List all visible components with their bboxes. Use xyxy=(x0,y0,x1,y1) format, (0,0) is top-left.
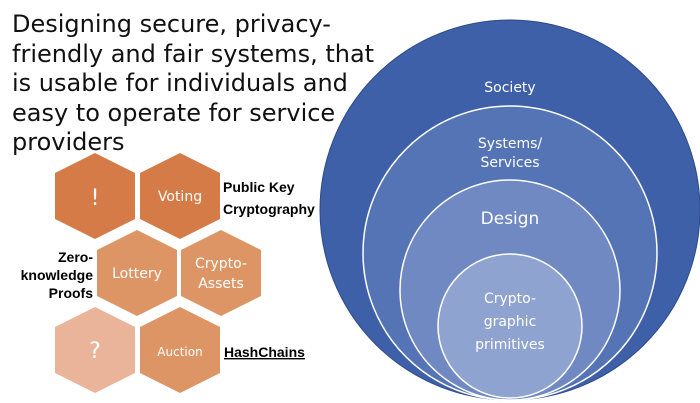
hex-voting-label: Voting xyxy=(158,189,202,205)
hexagon-cluster: ! Voting Lottery Crypto- Assets ? Auctio… xyxy=(55,153,261,393)
hex-lottery-label: Lottery xyxy=(112,266,162,282)
hex-exclamation xyxy=(55,153,135,239)
design-label: Design xyxy=(481,209,540,229)
systems-label-line2: Services xyxy=(480,155,539,171)
society-label: Society xyxy=(484,80,535,96)
hex-question xyxy=(55,307,135,393)
crypto-label-line1: Crypto- xyxy=(484,291,536,307)
crypto-label-line3: primitives xyxy=(475,337,545,353)
circle-crypto xyxy=(437,253,583,399)
hex-auction xyxy=(140,307,220,393)
side-labels: Public Key Cryptography Zero- knowledge … xyxy=(21,179,315,360)
crypto-label-line2: graphic xyxy=(484,314,537,330)
hex-exclamation-label: ! xyxy=(91,186,100,211)
hex-auction-label: Auction xyxy=(157,345,202,359)
public-key-label-line1: Public Key xyxy=(223,179,295,195)
hex-crypto-assets xyxy=(181,230,261,316)
slide-title: Designing secure, privacy-friendly and f… xyxy=(12,10,375,156)
nested-circles: Society Systems/ Services Design Crypto-… xyxy=(319,19,700,401)
hex-crypto-assets-label-line1: Crypto- xyxy=(195,256,247,272)
hex-question-label: ? xyxy=(89,339,101,364)
zero-knowledge-label-line2: knowledge xyxy=(21,267,94,283)
public-key-label-line2: Cryptography xyxy=(223,201,315,217)
zero-knowledge-label-line1: Zero- xyxy=(58,249,93,265)
hashchains-label: HashChains xyxy=(224,344,305,360)
hex-voting xyxy=(140,153,220,239)
zero-knowledge-label-line3: Proofs xyxy=(49,285,94,301)
systems-label-line1: Systems/ xyxy=(478,136,543,152)
hex-crypto-assets-label-line2: Assets xyxy=(198,276,244,292)
hex-lottery xyxy=(97,230,177,316)
